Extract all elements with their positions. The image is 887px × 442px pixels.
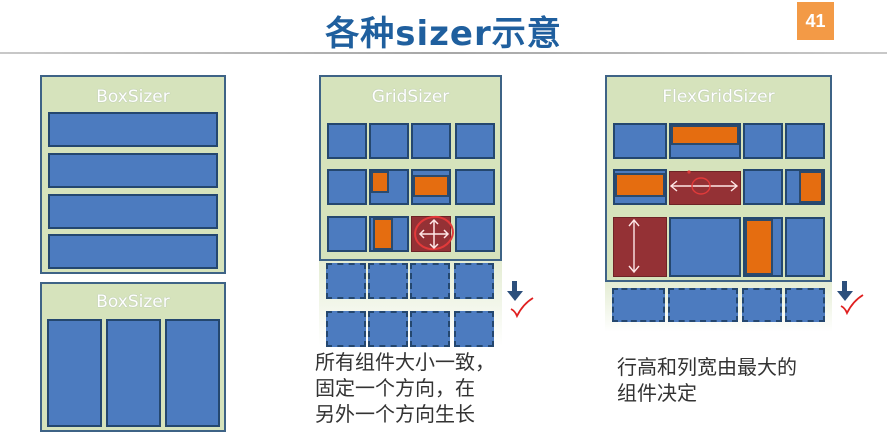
- grid-cell: [455, 216, 495, 252]
- small-widget: [371, 171, 389, 193]
- grid-cell: [327, 216, 367, 252]
- grid-cell-placeholder: [454, 263, 494, 299]
- flexgrid-cell: [613, 123, 667, 159]
- gridsizer-note: 所有组件大小一致， 固定一个方向，在 另外一个方向生长: [315, 349, 555, 427]
- small-widget: [799, 171, 823, 203]
- boxsizer-vertical-label: BoxSizer: [96, 87, 170, 107]
- box-item: [48, 194, 218, 229]
- grid-cell-placeholder: [368, 311, 408, 347]
- gridsizer-note-line: 另外一个方向生长: [315, 402, 475, 426]
- grid-cell-placeholder: [454, 311, 494, 347]
- grid-cell: [455, 123, 495, 159]
- flexgrid-note-line: 行高和列宽由最大的: [617, 355, 797, 379]
- grid-cell-placeholder: [410, 263, 450, 299]
- tall-widget: [745, 219, 773, 275]
- title-divider: [0, 52, 887, 54]
- box-item: [165, 319, 220, 427]
- checkmark-icon: [840, 294, 864, 315]
- small-widget: [373, 218, 393, 250]
- grid-cell: [327, 123, 367, 159]
- grid-cell-placeholder: [410, 311, 450, 347]
- checkmark-icon: [510, 297, 534, 318]
- height-arrow-icon: [628, 218, 640, 274]
- gridsizer-label: GridSizer: [371, 87, 450, 107]
- flexgrid-cell-placeholder: [742, 288, 782, 322]
- grid-cell: [327, 169, 367, 205]
- flexgrid-cell-placeholder: [785, 288, 825, 322]
- flexgridsizer-panel: FlexGridSizer: [605, 75, 832, 282]
- flexgrid-cell: [669, 217, 741, 277]
- gridsizer-note-line: 所有组件大小一致，: [315, 350, 495, 374]
- arrow-down-icon: [837, 281, 853, 301]
- box-item: [48, 234, 218, 269]
- max-width-cell: [669, 171, 741, 205]
- flexgrid-cell: [743, 169, 783, 205]
- box-item: [48, 153, 218, 188]
- max-height-cell: [613, 217, 667, 277]
- flexgrid-note-line: 组件决定: [617, 381, 697, 405]
- flexgrid-cell-placeholder: [612, 288, 665, 322]
- width-arrow-icon: [669, 170, 739, 195]
- gridsizer-note-line: 固定一个方向，在: [315, 376, 475, 400]
- boxsizer-horizontal-label: BoxSizer: [96, 292, 170, 312]
- slide-title: 各种sizer示意: [325, 14, 562, 54]
- grid-cell: [455, 169, 495, 205]
- boxsizer-vertical-panel: BoxSizer: [40, 75, 226, 274]
- flexgrid-cell: [785, 123, 825, 159]
- grid-cell-placeholder: [326, 263, 366, 299]
- arrow-down-icon: [507, 281, 523, 301]
- grid-cell-placeholder: [326, 311, 366, 347]
- flexgrid-cell: [743, 123, 783, 159]
- grid-cell-placeholder: [368, 263, 408, 299]
- boxsizer-horizontal-panel: BoxSizer: [40, 282, 226, 432]
- page-number-badge: 41: [797, 2, 834, 40]
- small-widget: [413, 175, 449, 197]
- expand-arrows-icon: [414, 215, 454, 251]
- grid-cell: [369, 123, 409, 159]
- box-item: [47, 319, 102, 427]
- tall-widget: [615, 173, 665, 197]
- flexgrid-cell-placeholder: [668, 288, 738, 322]
- grid-cell: [411, 123, 451, 159]
- box-item: [106, 319, 161, 427]
- wide-widget: [671, 125, 739, 145]
- box-item: [48, 112, 218, 147]
- flexgrid-cell: [785, 217, 825, 277]
- flexgrid-note: 行高和列宽由最大的 组件决定: [617, 354, 857, 406]
- flexgridsizer-label: FlexGridSizer: [662, 87, 775, 107]
